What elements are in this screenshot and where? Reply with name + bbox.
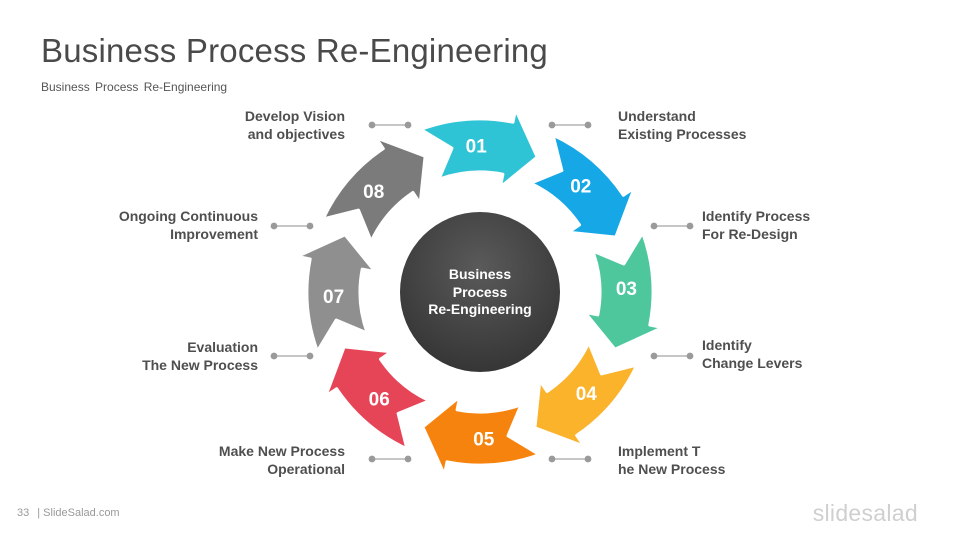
step-07-arrow	[295, 233, 377, 353]
step-01-number: 01	[466, 137, 488, 158]
step-05-number: 05	[473, 429, 495, 450]
step-08-label: Ongoing Continuous Improvement	[119, 207, 258, 243]
step-06-label-line-2: Operational	[267, 461, 345, 477]
footer-site: | SlideSalad.com	[37, 507, 120, 519]
step-04-label-line-1: Identify	[702, 337, 752, 353]
step-06-connector	[368, 455, 412, 463]
center-line-3: Re-Engineering	[428, 301, 531, 317]
step-07-label: Evaluation The New Process	[142, 338, 258, 374]
step-02-arrow	[529, 133, 636, 239]
step-numbers: 01 02 03 04 05 06 07 08	[323, 137, 637, 451]
step-08-number: 08	[363, 182, 384, 203]
step-03-label: Identify Process For Re-Design	[702, 207, 810, 243]
step-06-label-line-1: Make New Process	[218, 443, 345, 459]
center-line-1: Business	[449, 266, 511, 282]
step-05-label-line-1: Implement T	[618, 443, 701, 459]
step-08-label-line-1: Ongoing Continuous	[118, 208, 258, 224]
step-06-label: Make New Process Operational	[219, 442, 345, 478]
step-04-connector	[650, 352, 694, 360]
center-circle	[400, 212, 560, 372]
page-title: Business Process Re-Engineering	[41, 32, 548, 69]
step-08-arrow	[321, 136, 427, 243]
footer: 33 | SlideSalad.com	[17, 507, 120, 519]
step-02-label: Understand Existing Processes	[618, 107, 746, 143]
center-line-2: Process	[453, 284, 508, 300]
step-05-label-line-2: he New Process	[618, 461, 726, 477]
step-03-number: 03	[616, 279, 637, 300]
step-07-label-line-1: Evaluation	[187, 339, 258, 355]
page-subtitle: Business Process Re-Engineering	[41, 80, 228, 94]
step-03-label-line-2: For Re-Design	[702, 226, 798, 242]
step-03-connector	[650, 222, 694, 230]
step-01-label: Develop Vision and objectives	[245, 107, 345, 143]
step-05-label: Implement T he New Process	[618, 442, 725, 478]
step-04-arrow	[533, 341, 639, 448]
step-01-connector	[368, 121, 412, 129]
step-01-arrow	[419, 107, 539, 189]
step-02-number: 02	[570, 177, 591, 198]
step-06-arrow	[324, 345, 431, 451]
step-05-arrow	[421, 395, 541, 477]
step-02-label-line-1: Understand	[618, 108, 696, 124]
step-02-label-line-2: Existing Processes	[618, 126, 747, 142]
step-02-connector	[548, 121, 592, 129]
cycle-arrows	[295, 107, 665, 477]
connector-lines	[270, 121, 694, 463]
page-number: 33	[17, 507, 30, 519]
step-04-number: 04	[576, 384, 598, 405]
step-07-connector	[270, 352, 314, 360]
step-08-connector	[270, 222, 314, 230]
step-06-number: 06	[369, 389, 390, 410]
step-04-label: Identify Change Levers	[702, 336, 802, 372]
step-01-label-line-1: Develop Vision	[244, 108, 345, 124]
step-07-number: 07	[323, 287, 344, 308]
step-08-label-line-2: Improvement	[170, 226, 258, 242]
step-05-connector	[548, 455, 592, 463]
step-04-label-line-2: Change Levers	[702, 355, 803, 371]
step-07-label-line-2: The New Process	[142, 357, 258, 373]
brand-logo: slidesalad	[812, 500, 918, 526]
step-03-arrow	[583, 231, 665, 351]
step-03-label-line-1: Identify Process	[702, 208, 811, 224]
step-01-label-line-2: and objectives	[247, 126, 345, 142]
